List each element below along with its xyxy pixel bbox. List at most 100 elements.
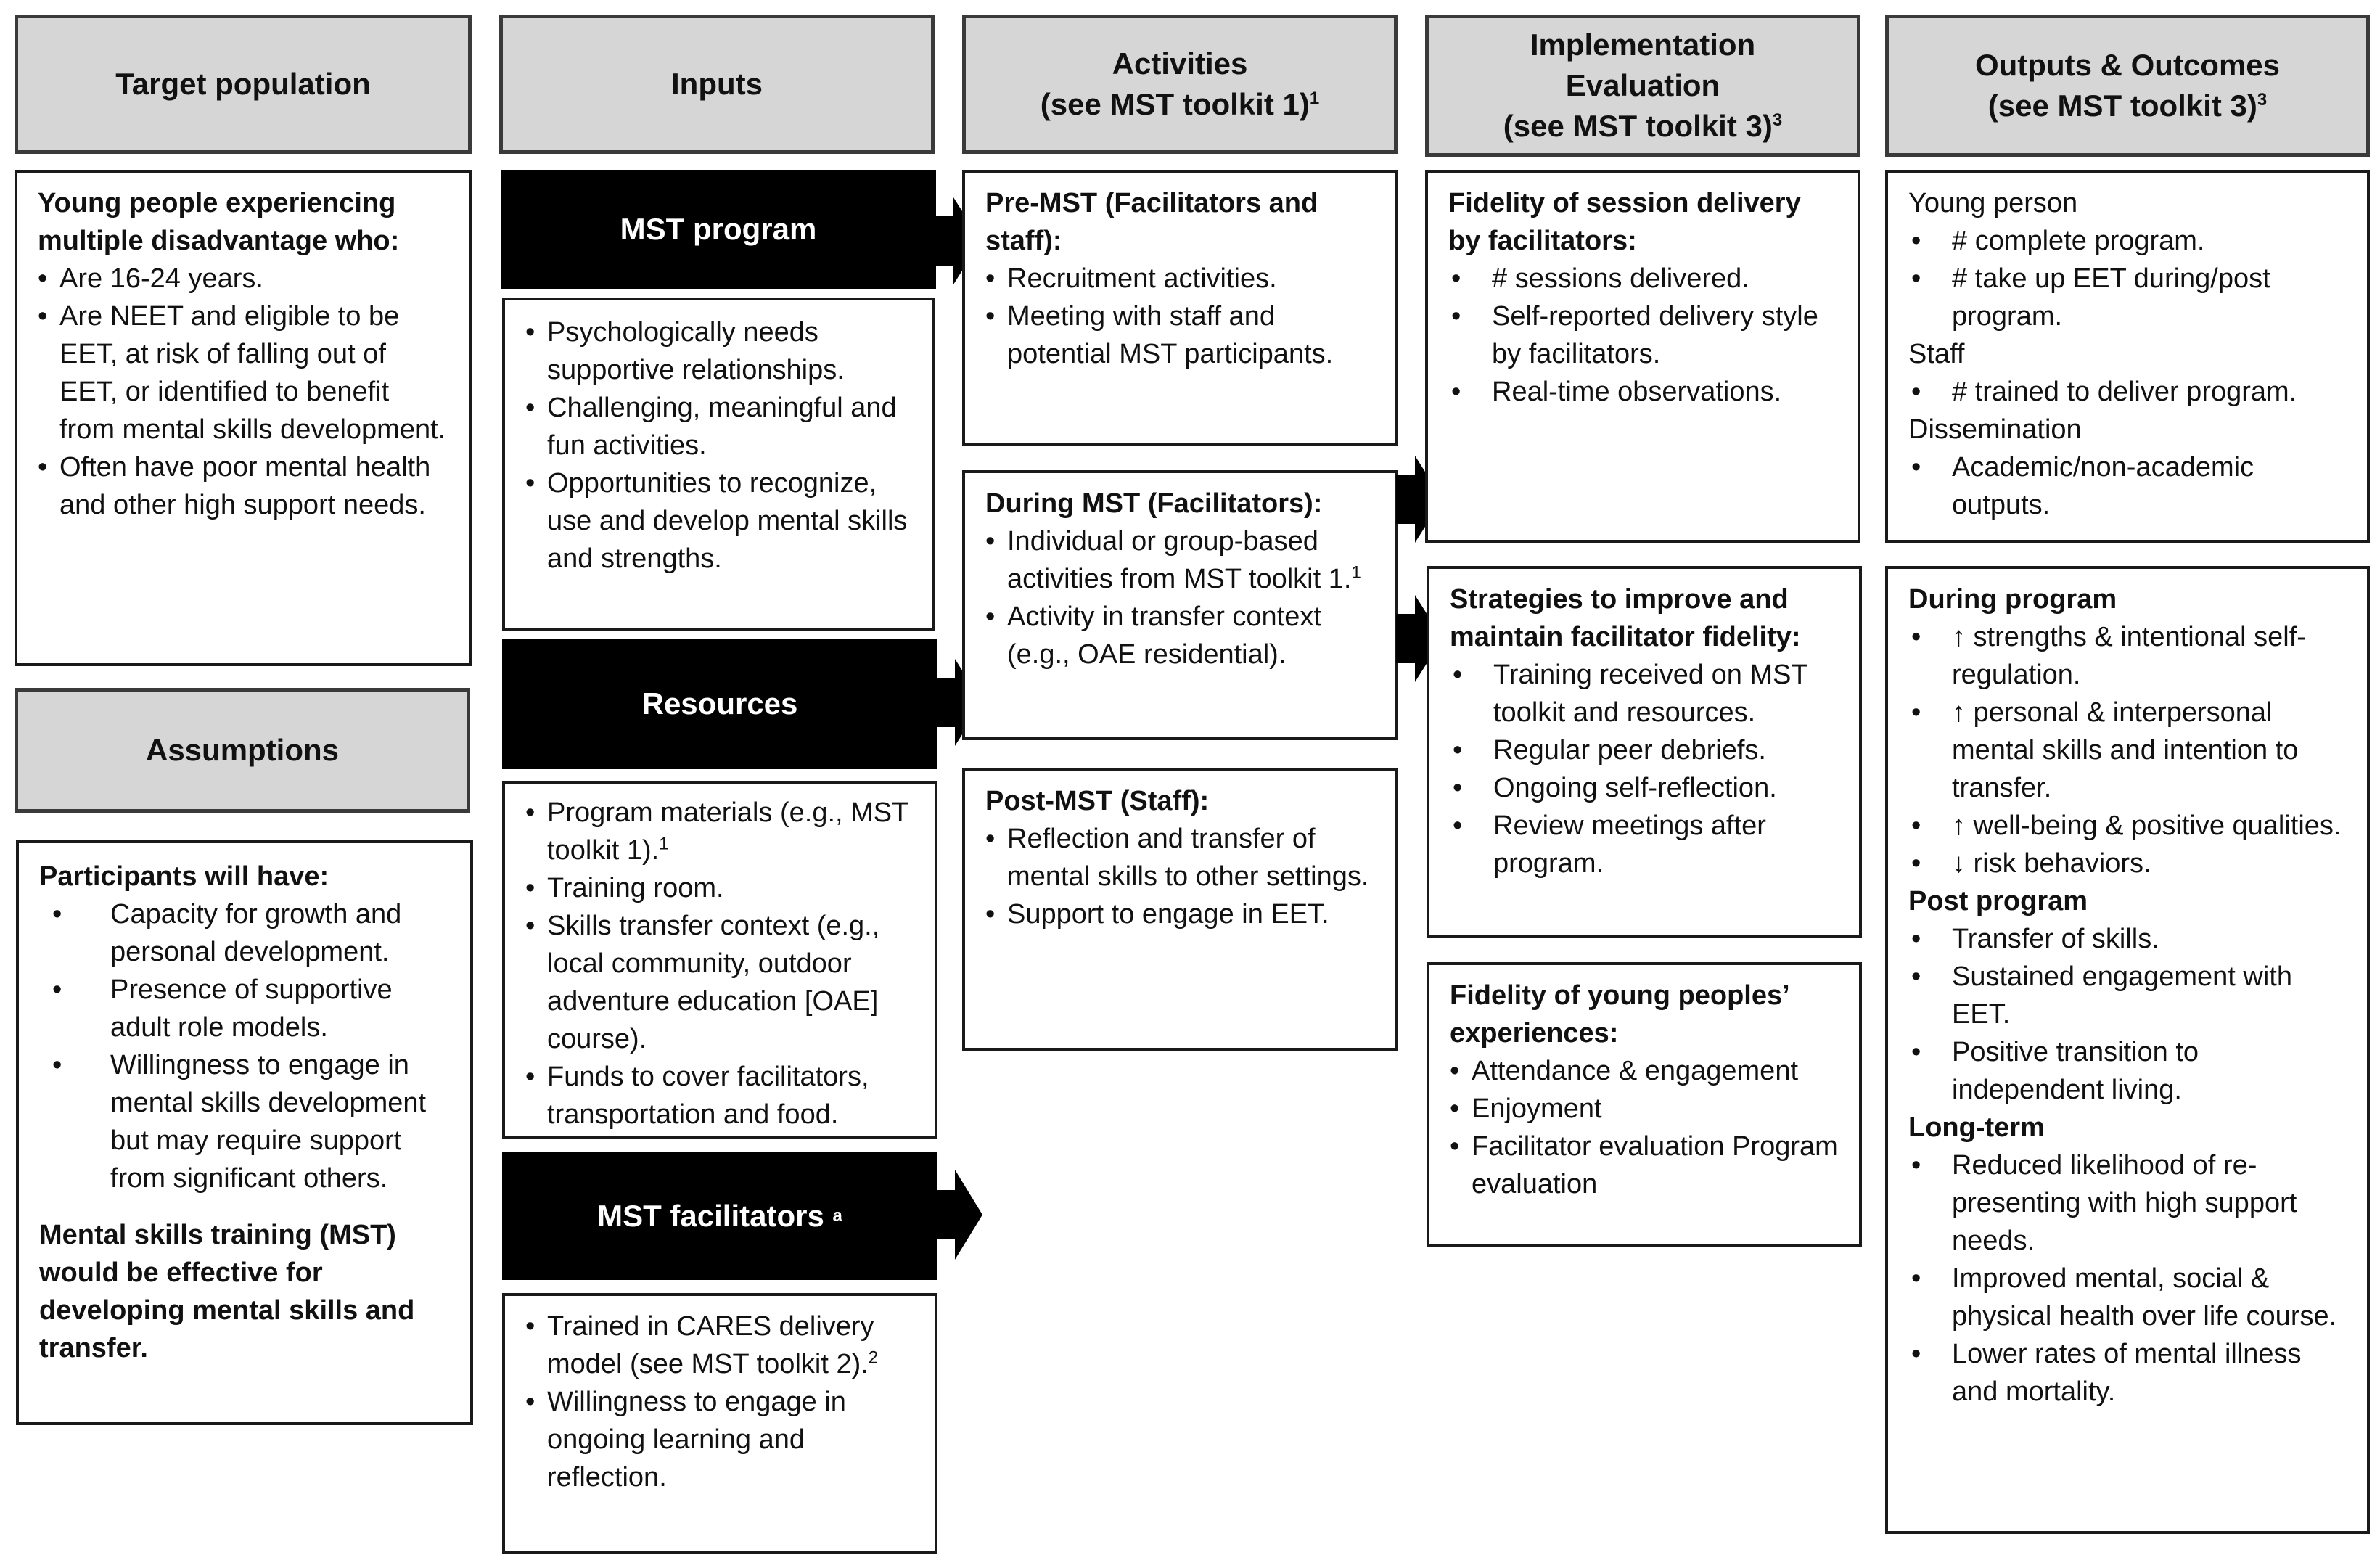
- mst-facilitators-item-text: Trained in CARES delivery model (see MST…: [547, 1311, 874, 1379]
- outcomes-long-list: Reduced likelihood of re-presenting with…: [1908, 1146, 2348, 1411]
- outcomes-item: Transfer of skills.: [1908, 920, 2348, 958]
- resources-item-sup: 1: [659, 834, 669, 854]
- target-population-item: Often have poor mental health and other …: [38, 448, 450, 524]
- pre-mst-list: Recruitment activities. Meeting with sta…: [985, 260, 1376, 373]
- outcomes-item: Improved mental, social & physical healt…: [1908, 1260, 2348, 1335]
- post-mst-list: Reflection and transfer of mental skills…: [985, 820, 1376, 933]
- during-mst-box: During MST (Facilitators): Individual or…: [962, 470, 1398, 740]
- outcomes-item: Lower rates of mental illness and mortal…: [1908, 1335, 2348, 1411]
- outcomes-item: Positive transition to independent livin…: [1908, 1033, 2348, 1109]
- post-mst-title: Post-MST (Staff):: [985, 786, 1210, 816]
- resources-item: Training room.: [525, 869, 916, 907]
- strategies-title: Strategies to improve and maintain facil…: [1450, 584, 1801, 652]
- outputs-young-person-list: # complete program. # take up EET during…: [1908, 222, 2348, 335]
- header-activities-line-1: Activities: [1112, 46, 1248, 81]
- outputs-box: Young person # complete program. # take …: [1885, 170, 2370, 543]
- target-population-item: Are 16-24 years.: [38, 260, 450, 298]
- arrow-activities-to-fidelity: [1396, 456, 1443, 543]
- outputs-item: # trained to deliver program.: [1908, 373, 2348, 411]
- outcomes-item: ↑ well-being & positive qualities.: [1908, 807, 2348, 845]
- assumptions-item: Willingness to engage in mental skills d…: [39, 1046, 451, 1197]
- target-population-box: Young people experiencing multiple disad…: [15, 170, 472, 666]
- resources-item-text: Program materials (e.g., MST toolkit 1).: [547, 797, 908, 866]
- mst-program-item: Opportunities to recognize, use and deve…: [525, 464, 913, 578]
- outcomes-item: Reduced likelihood of re-presenting with…: [1908, 1146, 2348, 1260]
- strategies-item: Review meetings after program.: [1450, 807, 1840, 882]
- resources-item: Funds to cover facilitators, transportat…: [525, 1058, 916, 1133]
- mst-program-box: Psychologically needs supportive relatio…: [502, 298, 935, 631]
- arrow-activities-to-strategies: [1396, 595, 1443, 682]
- outcomes-during-label: During program: [1908, 584, 2117, 615]
- assumptions-title: Participants will have:: [39, 861, 329, 892]
- during-mst-list: Individual or group-based activities fro…: [985, 522, 1376, 673]
- arrow-mst-program: [935, 197, 981, 284]
- header-implementation-line-1: Implementation: [1530, 28, 1756, 62]
- strategies-item: Training received on MST toolkit and res…: [1450, 656, 1840, 731]
- outcomes-item: ↑ personal & interpersonal mental skills…: [1908, 694, 2348, 807]
- header-inputs: Inputs: [499, 15, 935, 154]
- mst-facilitators-box: Trained in CARES delivery model (see MST…: [502, 1293, 937, 1554]
- resources-item: Program materials (e.g., MST toolkit 1).…: [525, 794, 916, 869]
- fidelity-session-item: # sessions delivered.: [1448, 260, 1839, 298]
- header-activities-sup: 1: [1309, 89, 1320, 108]
- during-mst-item: Activity in transfer context (e.g., OAE …: [985, 598, 1376, 673]
- mst-facilitators-item-sup: 2: [868, 1347, 879, 1368]
- header-inputs-line-1: Inputs: [671, 67, 763, 101]
- during-mst-item: Individual or group-based activities fro…: [985, 522, 1376, 598]
- header-implementation-line-2: Evaluation: [1565, 68, 1720, 102]
- during-mst-item-text: Individual or group-based activities fro…: [1007, 526, 1352, 594]
- resources-item-text: Training room.: [547, 873, 724, 903]
- resources-label-text: Resources: [641, 686, 798, 721]
- resources-item-text: Funds to cover facilitators, transportat…: [547, 1062, 869, 1130]
- fidelity-young-list: Attendance & engagement Enjoyment Facili…: [1450, 1052, 1840, 1203]
- resources-item-text: Skills transfer context (e.g., local com…: [547, 911, 880, 1054]
- mst-program-label: MST program: [501, 170, 936, 289]
- mst-facilitators-label: MST facilitators a: [502, 1152, 937, 1280]
- header-outputs-line-1: Outputs & Outcomes: [1974, 48, 2281, 82]
- assumptions-item: Presence of supportive adult role models…: [39, 971, 451, 1046]
- outputs-staff-list: # trained to deliver program.: [1908, 373, 2348, 411]
- fidelity-session-item: Self-reported delivery style by facilita…: [1448, 298, 1839, 373]
- strategies-item: Ongoing self-reflection.: [1450, 769, 1840, 807]
- mst-facilitators-item: Willingness to engage in ongoing learnin…: [525, 1383, 916, 1496]
- pre-mst-item: Meeting with staff and potential MST par…: [985, 298, 1376, 373]
- outcomes-during-list: ↑ strengths & intentional self-regulatio…: [1908, 618, 2348, 882]
- header-implementation-line-3: (see MST toolkit 3): [1503, 109, 1773, 143]
- outcomes-item: ↑ strengths & intentional self-regulatio…: [1908, 618, 2348, 694]
- post-mst-item: Reflection and transfer of mental skills…: [985, 820, 1376, 895]
- fidelity-young-item: Facilitator evaluation Program evaluatio…: [1450, 1128, 1840, 1203]
- header-assumptions: Assumptions: [15, 688, 470, 813]
- header-assumptions-line-1: Assumptions: [145, 733, 340, 767]
- fidelity-session-title: Fidelity of session delivery by facilita…: [1448, 188, 1801, 256]
- outcomes-post-label: Post program: [1908, 886, 2088, 916]
- mst-facilitators-list: Trained in CARES delivery model (see MST…: [525, 1308, 916, 1496]
- header-implementation-sup: 3: [1772, 110, 1783, 130]
- fidelity-session-box: Fidelity of session delivery by facilita…: [1425, 170, 1860, 543]
- pre-mst-item: Recruitment activities.: [985, 260, 1376, 298]
- post-mst-item: Support to engage in EET.: [985, 895, 1376, 933]
- header-activities: Activities (see MST toolkit 1)1: [962, 15, 1398, 154]
- during-mst-title: During MST (Facilitators):: [985, 488, 1323, 519]
- header-target-population: Target population: [15, 15, 472, 154]
- strategies-box: Strategies to improve and maintain facil…: [1427, 566, 1862, 938]
- mst-program-item: Challenging, meaningful and fun activiti…: [525, 389, 913, 464]
- assumptions-box: Participants will have: Capacity for gro…: [16, 840, 473, 1425]
- target-population-item: Are NEET and eligible to be EET, at risk…: [38, 298, 450, 448]
- fidelity-young-box: Fidelity of young peoples’ experiences: …: [1427, 962, 1862, 1247]
- mst-program-label-text: MST program: [620, 212, 817, 246]
- resources-box: Program materials (e.g., MST toolkit 1).…: [502, 781, 937, 1139]
- outcomes-item: Sustained engagement with EET.: [1908, 958, 2348, 1033]
- fidelity-session-list: # sessions delivered. Self-reported deli…: [1448, 260, 1839, 411]
- assumptions-conclusion: Mental skills training (MST) would be ef…: [39, 1220, 415, 1363]
- fidelity-young-item: Enjoyment: [1450, 1090, 1840, 1128]
- outputs-item: # complete program.: [1908, 222, 2348, 260]
- assumptions-item: Capacity for growth and personal develop…: [39, 895, 451, 971]
- outputs-young-person-label: Young person: [1908, 188, 2078, 218]
- pre-mst-box: Pre-MST (Facilitators and staff): Recrui…: [962, 170, 1398, 446]
- header-outputs-sup: 3: [2257, 90, 2268, 110]
- during-mst-item-sup: 1: [1351, 562, 1361, 583]
- outcomes-long-label: Long-term: [1908, 1112, 2045, 1143]
- resources-label: Resources: [502, 639, 937, 769]
- mst-facilitators-item: Trained in CARES delivery model (see MST…: [525, 1308, 916, 1383]
- pre-mst-title: Pre-MST (Facilitators and staff):: [985, 188, 1318, 256]
